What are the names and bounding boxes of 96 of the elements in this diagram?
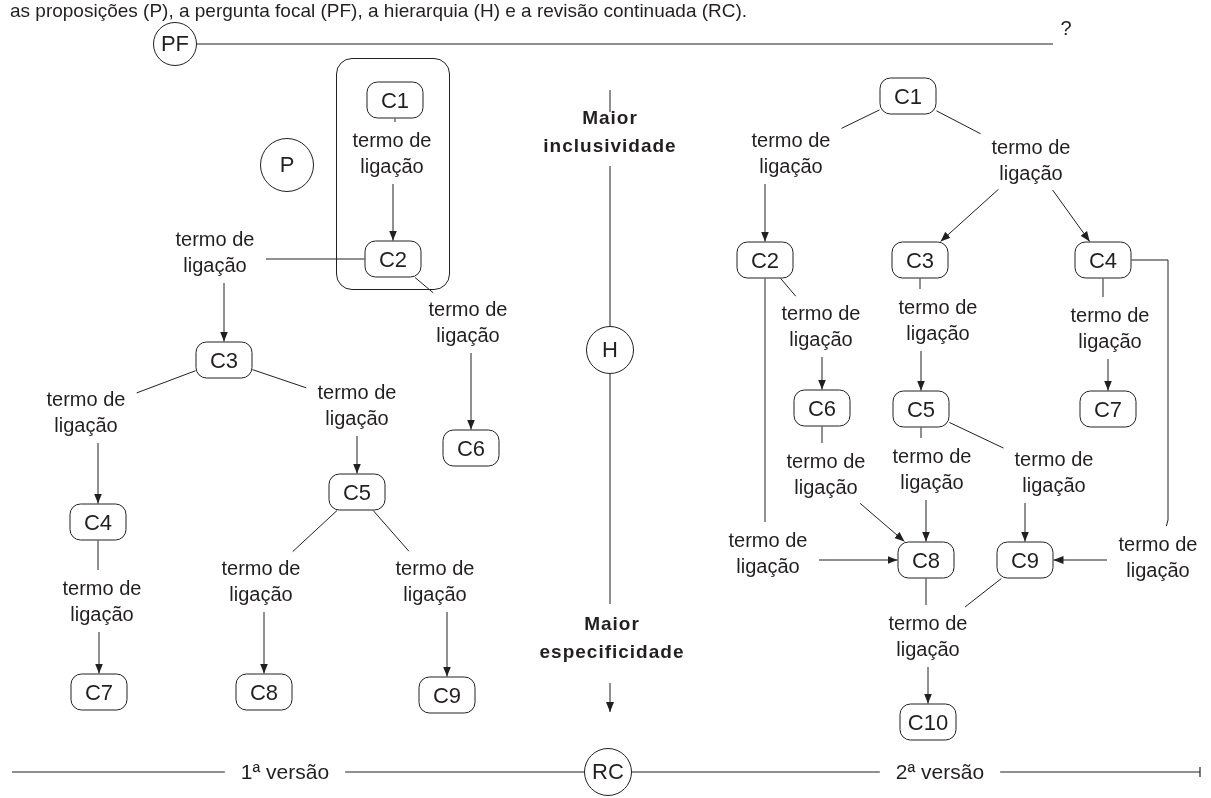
concept-box: C7 — [1079, 390, 1137, 428]
arrow — [818, 556, 898, 564]
concept-box: C10 — [899, 703, 957, 741]
linking-phrase: termo de ligação — [169, 226, 261, 278]
linking-phrase: termo de ligação — [56, 575, 148, 627]
connector-line — [1102, 278, 1104, 298]
linking-phrase: termo de ligação — [1008, 446, 1100, 498]
arrow — [818, 356, 826, 390]
arrow — [940, 188, 999, 242]
axis-label: Maior especificidade — [527, 610, 697, 666]
arrow — [220, 282, 228, 342]
concept-box: C3 — [891, 241, 949, 279]
concept-box: C5 — [892, 390, 950, 428]
concept-box: C7 — [70, 673, 128, 711]
concept-box: C1 — [366, 81, 424, 119]
connector-line — [265, 258, 365, 260]
concept-box: C4 — [1074, 241, 1132, 279]
arrow — [1052, 189, 1091, 242]
concept-box: C2 — [736, 241, 794, 279]
linking-phrase: termo de ligação — [346, 127, 438, 179]
connector-line — [821, 426, 823, 444]
circle-node: RC — [584, 748, 632, 796]
connector-line — [292, 510, 338, 553]
linking-phrase: termo de ligação — [422, 296, 514, 348]
question-mark: ? — [1058, 15, 1074, 41]
concept-box: C8 — [897, 541, 955, 579]
connector-line — [11, 771, 226, 773]
linking-phrase: termo de ligação — [780, 448, 872, 500]
linking-phrase: termo de ligação — [722, 527, 814, 579]
linking-phrase: termo de ligação — [745, 127, 837, 179]
connector-line — [414, 277, 434, 294]
connector-line — [919, 278, 921, 290]
connector-line — [97, 540, 99, 571]
connector-line — [372, 510, 410, 552]
arrow — [467, 352, 475, 430]
version-label: 2ª versão — [895, 760, 985, 784]
connector-line — [196, 43, 1054, 45]
arrow — [260, 611, 268, 674]
proposition-frame — [336, 58, 450, 290]
concept-box: C3 — [195, 341, 253, 379]
linking-phrase: termo de ligação — [882, 610, 974, 662]
connector-line — [764, 278, 766, 523]
arrow — [95, 631, 103, 674]
linking-phrase: termo de ligação — [775, 300, 867, 352]
concept-box: C9 — [418, 676, 476, 714]
concept-box: C6 — [442, 429, 500, 467]
connector-line — [344, 771, 585, 773]
arrow — [917, 350, 925, 391]
connector-line — [920, 427, 922, 439]
version-label: 1ª versão — [240, 760, 330, 784]
arrow — [924, 666, 932, 704]
circle-node: P — [260, 138, 314, 192]
arrow — [1021, 502, 1029, 542]
concept-box: C8 — [235, 673, 293, 711]
concept-box: C4 — [69, 503, 127, 541]
connector-line — [609, 165, 611, 327]
linking-phrase: termo de ligação — [1064, 302, 1156, 354]
concept-box: C5 — [328, 473, 386, 511]
arrow — [353, 435, 361, 474]
connector-line — [394, 118, 396, 123]
arrow — [1053, 556, 1108, 564]
connector-line — [609, 373, 611, 605]
circle-node: H — [586, 326, 634, 374]
caption-text: as proposições (P), a pergunta focal (PF), a hierarquia (H) e a revisão continuada (RC). — [10, 0, 748, 21]
linking-phrase: termo de ligação — [311, 379, 403, 431]
connector-line — [631, 771, 881, 773]
circle-node: PF — [153, 22, 197, 66]
arrow — [761, 183, 769, 242]
linking-phrase: termo de ligação — [892, 294, 984, 346]
connector-line — [999, 766, 1201, 778]
arrow — [94, 442, 102, 504]
concept-box: C2 — [364, 240, 422, 278]
axis-label: Maior inclusividade — [525, 104, 695, 160]
connector-line — [949, 422, 1004, 449]
connector-line — [925, 578, 927, 606]
connector-line — [936, 110, 982, 135]
linking-phrase: termo de ligação — [1112, 531, 1204, 583]
arrow — [389, 183, 397, 241]
arrow — [1104, 358, 1112, 391]
connector-line — [252, 369, 307, 389]
arrow — [443, 611, 451, 677]
concept-box: C9 — [996, 541, 1054, 579]
concept-box: C6 — [793, 389, 851, 427]
connector-line — [964, 578, 1002, 608]
connector-line — [841, 109, 880, 129]
linking-phrase: termo de ligação — [985, 134, 1077, 186]
concept-box: C1 — [879, 77, 937, 115]
connector-line — [1131, 259, 1169, 527]
linking-phrase: termo de ligação — [215, 555, 307, 607]
linking-phrase: termo de ligação — [886, 443, 978, 495]
arrow — [859, 502, 905, 542]
linking-phrase: termo de ligação — [389, 555, 481, 607]
arrow — [922, 499, 930, 542]
connector-line — [780, 278, 797, 297]
linking-phrase: termo de ligação — [40, 386, 132, 438]
connector-line — [136, 370, 196, 394]
